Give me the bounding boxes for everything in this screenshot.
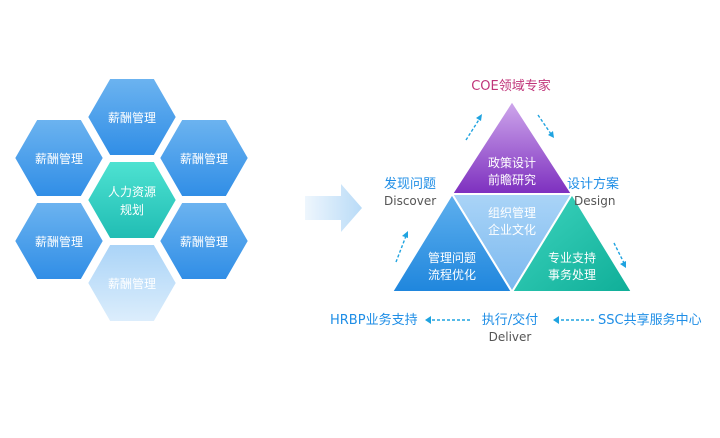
hex-center: 人力资源 规划 (83, 158, 181, 242)
coe-label: COE领域专家 (471, 78, 551, 94)
design-label-en: Design (574, 194, 615, 208)
arrow-up-right-icon (465, 114, 482, 141)
triangle-right-ssc: 专业支持 事务处理 (510, 192, 634, 293)
hex-label-upper-right: 薪酬管理 (180, 151, 228, 166)
deliver-label-cn: 执行/交付 (482, 312, 538, 328)
arrow-left-from-ssc-icon (553, 316, 594, 324)
hex-petal-upper-right: 薪酬管理 (155, 116, 253, 200)
triangle-top-line1: 政策设计 (488, 156, 536, 170)
hex-label-upper-left: 薪酬管理 (35, 151, 83, 166)
hex-center-line2: 规划 (120, 202, 144, 217)
hex-petal-lower-right: 薪酬管理 (155, 199, 253, 283)
triangle-right-line2: 事务处理 (548, 267, 596, 282)
triangle-left-hrbp: 管理问题 流程优化 (390, 192, 514, 293)
triangle-left-line2: 流程优化 (428, 267, 476, 282)
discover-label-cn: 发现问题 (384, 176, 436, 192)
triangle-top-line2: 前瞻研究 (488, 172, 536, 187)
arrow-down-right-side-icon (613, 242, 626, 268)
triangle-middle-line1: 组织管理 (488, 205, 536, 220)
arrow-up-left-side-icon (395, 231, 408, 263)
triangle-top-coe: 政策设计 前瞻研究 (450, 99, 574, 195)
design-label-cn: 设计方案 (567, 176, 619, 192)
triangle-middle-line2: 企业文化 (488, 222, 536, 237)
cycle-arrows (395, 114, 626, 324)
hex-label-lower-right: 薪酬管理 (180, 234, 228, 249)
transition-arrow-icon (305, 184, 362, 232)
hex-label-top: 薪酬管理 (108, 110, 156, 125)
discover-label-en: Discover (384, 194, 436, 208)
triangle-left-line1: 管理问题 (428, 250, 476, 265)
hex-center-line1: 人力资源 (108, 185, 156, 199)
arrow-left-to-hrbp-icon (425, 316, 470, 324)
hex-cluster: 薪酬管理 薪酬管理 薪酬管理 薪酬管理 薪酬管理 薪酬管理 人力资源 规划 (10, 75, 253, 325)
hex-petal-top: 薪酬管理 (83, 75, 181, 159)
arrow-down-right-icon (537, 114, 554, 138)
hex-label-lower-left: 薪酬管理 (35, 234, 83, 249)
hex-petal-lower-left: 薪酬管理 (10, 199, 108, 283)
hrbp-label: HRBP业务支持 (330, 312, 418, 328)
hex-petal-bottom: 薪酬管理 (83, 241, 181, 325)
ssc-label: SSC共享服务中心 (598, 312, 702, 328)
service-triangle: 政策设计 前瞻研究 组织管理 企业文化 管理问题 流程优化 专业支持 事务处理 (390, 99, 634, 294)
deliver-label-en: Deliver (489, 330, 532, 344)
hex-petal-upper-left: 薪酬管理 (10, 116, 108, 200)
triangle-right-line1: 专业支持 (548, 250, 596, 265)
hex-label-bottom: 薪酬管理 (108, 276, 156, 291)
